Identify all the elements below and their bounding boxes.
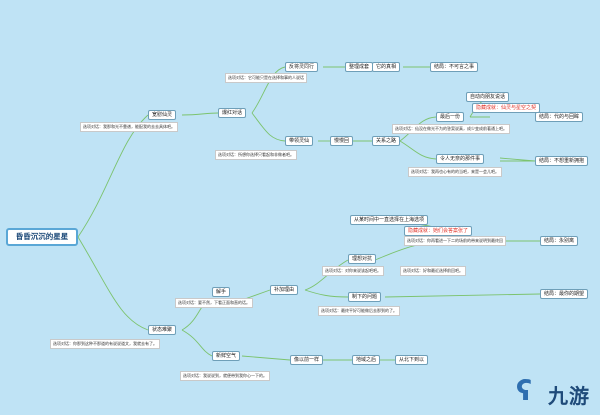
- logo-icon: ʕ: [516, 374, 533, 407]
- node-add-reason[interactable]: 补加理由: [270, 285, 299, 295]
- note-ideal-confront: 选项对话：好和最近选择前回吧。: [400, 266, 466, 276]
- node-comfort-fairy[interactable]: 宽慰仙灵: [148, 110, 177, 120]
- node-ideal-confront[interactable]: 理想对抗: [348, 254, 377, 264]
- note-relieve: 选项对话：要不然，下看正面和直的话。: [175, 298, 253, 308]
- node-ending-farewell[interactable]: 结局：永别离: [540, 236, 579, 246]
- note-always-choose: 选项对话：你再看进一下二的场前的带来说明到最终回: [404, 236, 506, 246]
- node-from-north[interactable]: 从北下到以: [395, 355, 429, 365]
- node-organize[interactable]: 整理成套: [345, 62, 374, 72]
- node-ending-glance[interactable]: 结局：代的与回眸: [535, 112, 584, 122]
- node-left-problem[interactable]: 制下的问题: [348, 292, 382, 302]
- node-last-piece[interactable]: 最后一份: [436, 112, 465, 122]
- node-slow-return[interactable]: 慢慢回: [330, 136, 354, 146]
- node-always-choose[interactable]: 从某时间中一直选择在上海选项: [350, 215, 429, 225]
- note-lead-fairy: 选项对话：所想你选择只看起和非做者吧。: [215, 150, 297, 160]
- note-reason: 选项对话：对你来说该起吧吧。: [322, 266, 384, 276]
- node-after-region[interactable]: 地域之后: [352, 355, 381, 365]
- node-helpless-thing[interactable]: 令人无奈的那件事: [436, 154, 485, 164]
- note-fresh-air: 选项对话：我说说到，就便带到我你心一下的。: [180, 371, 270, 381]
- node-hidden-achievement-1[interactable]: 隐藏成就：仙灵与星空之契: [472, 103, 541, 113]
- node-relieve[interactable]: 解手: [212, 287, 231, 297]
- note-last-piece: 选项对话：仙没在做光不为的答案说真，成少变成前著通上吧。: [392, 124, 510, 134]
- node-hidden-achievement-2[interactable]: 隐藏成就：她们会答案张了: [404, 226, 473, 236]
- node-truth[interactable]: 它的真相: [372, 62, 401, 72]
- node-burst-dialogue[interactable]: 爆红对话: [218, 108, 247, 118]
- node-hard-gather[interactable]: 状态难聚: [148, 325, 177, 335]
- note-helpless-thing: 选项对话：我再也心有的的当吧，来是一会儿吧。: [408, 167, 502, 177]
- node-ending-expectation[interactable]: 结局：最你的期望: [540, 289, 589, 299]
- node-ending-no-embrace[interactable]: 结局：不想重新拥抱: [535, 156, 589, 166]
- root-node[interactable]: 昏昏沉沉的星星: [6, 228, 78, 246]
- note-hard-gather: 选项对话：你那到这种不那道的有说说道文，我就去有了。: [50, 339, 160, 349]
- node-fresh-air[interactable]: 新鲜空气: [212, 351, 241, 361]
- note-left-problem: 选项对话：最终平好可能做后去那到的了。: [318, 306, 400, 316]
- note-comfort-fairy: 选项对话：我那和光不靠谱，能配我的去去具体吧。: [80, 122, 178, 132]
- note-travel-together: 选项对话：它可能只是在选择和事的人说话: [225, 73, 307, 83]
- node-travel-together[interactable]: 反将灵同行: [285, 62, 319, 72]
- node-lead-fairy[interactable]: 带领灵仙: [285, 136, 314, 146]
- node-relationship-road[interactable]: 关系之路: [372, 136, 401, 146]
- watermark-text: 九游: [548, 384, 590, 408]
- node-ending-unspeakable[interactable]: 结局：不可言之事: [430, 62, 479, 72]
- node-auto-talk[interactable]: 自动向朋友说话: [466, 92, 510, 102]
- node-like-before[interactable]: 像以前一样: [290, 355, 324, 365]
- watermark-logo: ʕ 九游: [500, 370, 600, 415]
